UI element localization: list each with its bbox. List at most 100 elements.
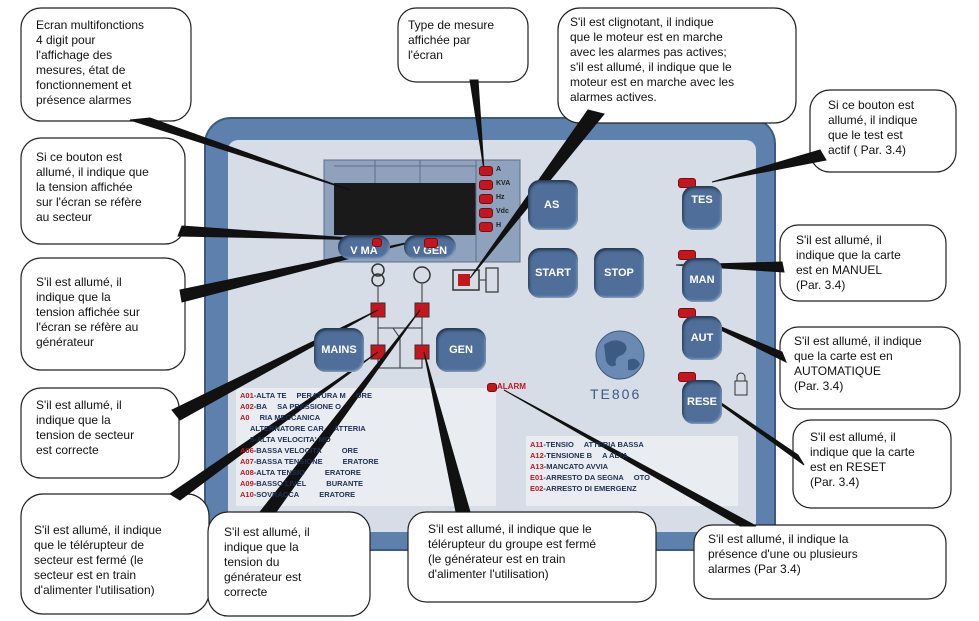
measure-unit-a: A: [496, 166, 502, 173]
man-label: MAN: [689, 274, 715, 286]
alarm-item: 5-ALTA VELOCITA' MO: [240, 435, 496, 446]
measure-led-hz: [479, 194, 493, 204]
alarm-text-end: ERATORE: [324, 468, 361, 477]
alarm-code: A10: [240, 490, 254, 499]
alarm-legend-right: [526, 436, 738, 506]
alarm-item: A12-TENSIONE B A ALTA: [530, 451, 738, 462]
alarm-item: A09-BASSO LIVEL BURANTE: [240, 479, 496, 490]
alarm-item: A01-ALTA TE PERATURA M ORE: [240, 391, 496, 402]
measure-led-kva: [479, 180, 493, 190]
alarm-code: A12: [530, 451, 544, 460]
stop-button[interactable]: STOP: [594, 248, 644, 298]
start-button[interactable]: START: [528, 248, 578, 298]
alarm-item: A07-BASSA TENSIONE ERATORE: [240, 457, 496, 468]
alarm-code: E01: [530, 473, 544, 482]
mains-button[interactable]: MAINS: [314, 328, 364, 372]
alarm-text-end: ATTERIA: [333, 424, 366, 433]
test-button[interactable]: TES: [682, 186, 722, 230]
alarm-text: -ALTA TENSIO: [253, 468, 305, 477]
transformer-icon: [371, 263, 385, 277]
alarm-text: -TENSIO: [543, 440, 574, 449]
alarm-item: A10-SOVRACCA ERATORE: [240, 490, 496, 501]
alarm-code: A08: [240, 468, 254, 477]
measure-unit-h: H: [496, 222, 502, 229]
alarm-item: A13-MANCATO AVVIA: [530, 462, 738, 473]
alarm-item: ALTERNATORE CAR ATTERIA: [240, 424, 496, 435]
alarm-text-cont: 5-ALTA VELOCITA' MO: [250, 435, 331, 444]
start-label: START: [535, 267, 571, 279]
alarm-text-cont: A ALTA: [602, 451, 628, 460]
v-mains-button[interactable]: V MA: [338, 235, 390, 259]
alarm-list-right: A11-TENSIO ATTERIA BASSA A12-TENSIONE B A A…: [530, 440, 738, 495]
alarm-label: ALARM: [497, 382, 526, 391]
v-mains-label: V MA: [350, 245, 378, 257]
measure-led-a: [479, 166, 493, 176]
alarm-code: E02: [530, 484, 544, 493]
alarm-text: -ARRESTO DA SEGNA: [543, 473, 624, 482]
alarm-item: A08-ALTA TENSIO ERATORE: [240, 468, 496, 479]
callout-pointers: [129, 79, 827, 527]
measure-unit-hz: Hz: [496, 194, 505, 201]
alarm-code: A06: [240, 446, 254, 455]
gen-button[interactable]: GEN: [436, 328, 486, 372]
alarm-text: -ALTA TE: [253, 391, 287, 400]
man-button[interactable]: MAN: [682, 258, 722, 302]
mains-label: MAINS: [321, 344, 357, 356]
callout-mains-ok: S'il est allumé, il indique que la tensi…: [36, 398, 135, 457]
alarm-code: A09: [240, 479, 254, 488]
callout-v-mains: Si ce bouton est allumé, il indique que …: [36, 150, 149, 224]
callout-gen-contactor: S'il est allumé, il indique que le télér…: [428, 522, 597, 581]
alarm-led: [487, 383, 497, 392]
alarm-code: A13: [530, 462, 544, 471]
aut-button[interactable]: AUT: [682, 316, 722, 360]
alarm-text-end: ORE: [355, 391, 372, 400]
alarm-code: A07: [240, 457, 254, 466]
callout-display: Ecran multifonctions 4 digit pour l'affi…: [36, 18, 145, 107]
alarm-text-cont: PERATURA M: [296, 391, 346, 400]
v-mains-led: [372, 238, 382, 247]
alarm-text-end: BURANTE: [326, 479, 363, 488]
alarm-text: -SOVRACCA: [253, 490, 300, 499]
reset-button[interactable]: RESE: [682, 380, 722, 424]
alarm-code: A02: [240, 402, 254, 411]
test-label: TES: [691, 194, 713, 206]
alarm-text-cont: SA PRESSIONE O: [277, 402, 342, 411]
measure-led-h: [479, 222, 493, 232]
alarm-item: A11-TENSIO ATTERIA BASSA: [530, 440, 738, 451]
reset-label: RESE: [687, 396, 717, 408]
callout-mains-contactor: S'il est allumé, il indique que le télér…: [34, 523, 162, 597]
callout-man: S'il est allumé, il indique que la carte…: [796, 233, 901, 292]
alarm-text: -TENSIONE B: [543, 451, 593, 460]
alarm-code: A01: [240, 391, 254, 400]
callout-bubbles: [20, 7, 961, 617]
alarm-text-end: ERATORE: [319, 490, 356, 499]
alarm-code: A11: [530, 440, 544, 449]
v-gen-label: V GEN: [412, 245, 448, 257]
alarm-item: E01-ARRESTO DA SEGNA OTO: [530, 473, 738, 484]
alarm-text: -BASSA TENSIONE: [253, 457, 323, 466]
callout-alarm: S'il est allumé, il indique la présence …: [708, 532, 858, 576]
measure-led-vdc: [479, 208, 493, 218]
engine-icon: [452, 269, 480, 291]
callout-v-gen: S'il est allumé, il indique que la tensi…: [36, 275, 140, 349]
alarm-code: A0: [240, 413, 250, 422]
alarm-text-end: ORE: [341, 446, 358, 455]
alarm-text-cont: ATTERIA BASSA: [583, 440, 644, 449]
measure-label: AS: [544, 199, 560, 211]
lock-icon: [734, 380, 748, 396]
display-screen: [334, 183, 476, 235]
brand-logo: TE806: [590, 386, 642, 402]
alarm-text: -ARRESTO DI EMERGENZ: [543, 484, 637, 493]
callout-test: Si ce bouton est allumé, il indique que …: [828, 98, 918, 157]
alarm-text-cont: RIA MECCANICA: [259, 413, 321, 422]
callout-engine: S'il est clignotant, il indique que le m…: [570, 15, 735, 104]
measure-button[interactable]: AS: [528, 180, 578, 230]
alarm-item: A0 RIA MECCANICA: [240, 413, 496, 424]
alarm-text: -BASSO LIVEL: [253, 479, 307, 488]
alarm-text: -BASSA VELOCITA: [253, 446, 322, 455]
alarm-text-cont: OTO: [633, 473, 650, 482]
alarm-text-cont: ALTERNATORE CAR: [250, 424, 324, 433]
alarm-text-end: ERATORE: [342, 457, 379, 466]
